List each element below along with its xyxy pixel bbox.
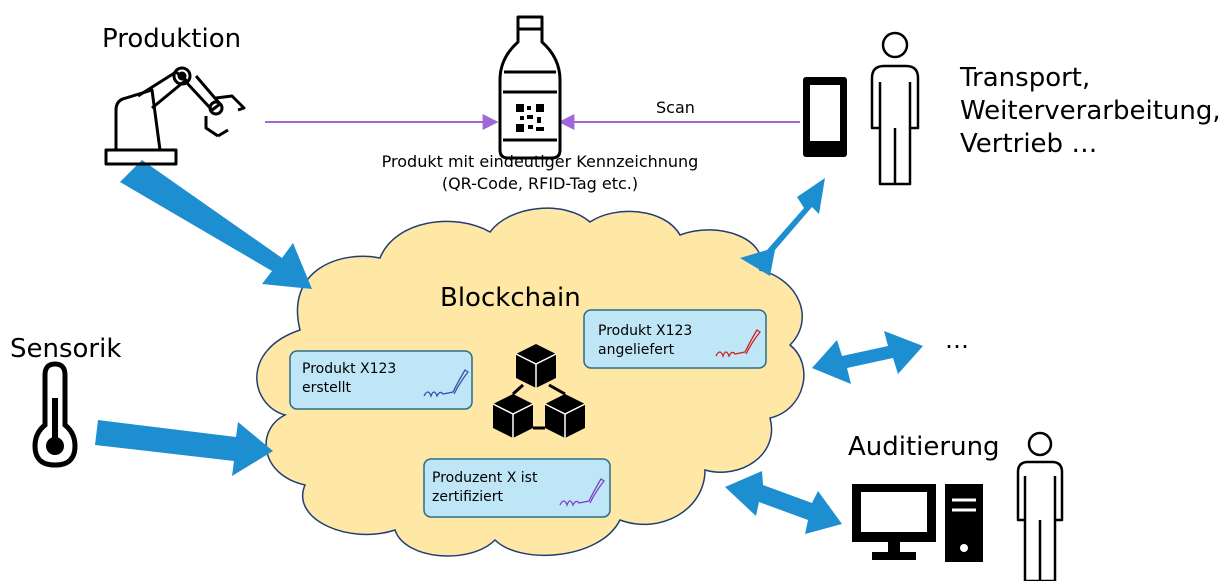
bottle-qr-icon [498,15,562,160]
arrow-audit-blockchain [725,471,842,534]
arrow-sensorik-to-blockchain [95,420,273,476]
card-erstellt-line-1: Produkt X123 [302,361,397,377]
robot-arm-icon [104,66,246,166]
card-produzent-zertifiziert [423,458,611,518]
product-caption-line-2: (QR-Code, RFID-Tag etc.) [441,174,639,193]
card-zertifiziert-text: Produzent X ist zertifiziert [432,469,537,507]
produktion-label: Produktion [102,24,242,54]
auditor-person-icon [1016,431,1064,581]
card-produkt-angeliefert [583,309,767,369]
signature-icon [715,329,761,358]
arrow-production-to-blockchain [120,160,312,289]
card-angeliefert-line-1: Produkt X123 [598,323,693,339]
scan-label: Scan [656,98,695,117]
blockchain-title: Blockchain [440,283,581,313]
smartphone-icon [803,77,847,157]
card-zertifiziert-line-1: Produzent X ist [432,470,538,486]
card-angeliefert-text: Produkt X123 angeliefert [598,322,692,360]
transport-line-3: Vertrieb … [960,129,1098,159]
thermometer-icon [32,361,78,468]
person-icon [870,31,920,186]
transport-line-1: Transport, [960,63,1091,93]
auditierung-label: Auditierung [848,432,1000,462]
card-erstellt-line-2: erstellt [302,380,352,396]
computer-icon [852,484,983,562]
card-angeliefert-line-2: angeliefert [598,342,675,358]
blockchain-cubes-icon [492,344,586,438]
sensorik-label: Sensorik [10,334,122,364]
transport-line-2: Weiterverarbeitung, [960,96,1221,126]
ellipsis-label: … [945,326,969,354]
arrow-transport-blockchain [740,178,825,276]
signature-icon [423,369,469,398]
arrow-ellipsis-blockchain [812,331,923,384]
product-caption: Produkt mit eindeutiger Kennzeichnung (Q… [345,151,735,195]
card-erstellt-text: Produkt X123 erstellt [302,360,396,398]
signature-icon [559,478,605,507]
card-produkt-erstellt [289,350,473,410]
product-caption-line-1: Produkt mit eindeutiger Kennzeichnung [381,152,699,171]
transport-label: Transport, Weiterverarbeitung, Vertrieb … [960,62,1221,161]
card-zertifiziert-line-2: zertifiziert [432,489,504,505]
